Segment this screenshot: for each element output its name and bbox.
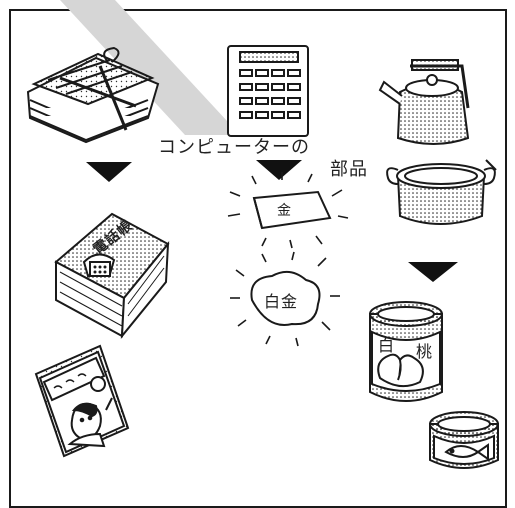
arrow-down-icon bbox=[256, 160, 302, 180]
platinum-label: 白金 bbox=[264, 292, 299, 311]
computer-parts-label-line1: コンピューターの bbox=[158, 137, 310, 158]
pot-icon bbox=[386, 159, 497, 225]
arrow-down-icon bbox=[408, 262, 458, 282]
kettle-icon bbox=[378, 59, 470, 145]
gold-bar-icon bbox=[227, 172, 349, 249]
diagonal-banner bbox=[60, 0, 240, 135]
gold-label: 金 bbox=[277, 203, 292, 219]
phone-book-icon bbox=[54, 212, 170, 340]
fish-can-icon bbox=[429, 411, 499, 469]
newspaper-bundle-icon bbox=[26, 46, 160, 144]
peach-can-label-left: 白 bbox=[378, 336, 396, 355]
frame-border bbox=[9, 9, 507, 508]
peach-can-label-right: 桃 bbox=[416, 342, 434, 361]
circuit-board-icon bbox=[227, 45, 309, 137]
peach-can-icon bbox=[369, 301, 443, 402]
magazine-icon bbox=[34, 344, 130, 458]
arrow-down-icon bbox=[86, 162, 132, 182]
computer-parts-label-line2: 部品 bbox=[330, 159, 368, 180]
platinum-nugget-icon bbox=[230, 251, 340, 347]
